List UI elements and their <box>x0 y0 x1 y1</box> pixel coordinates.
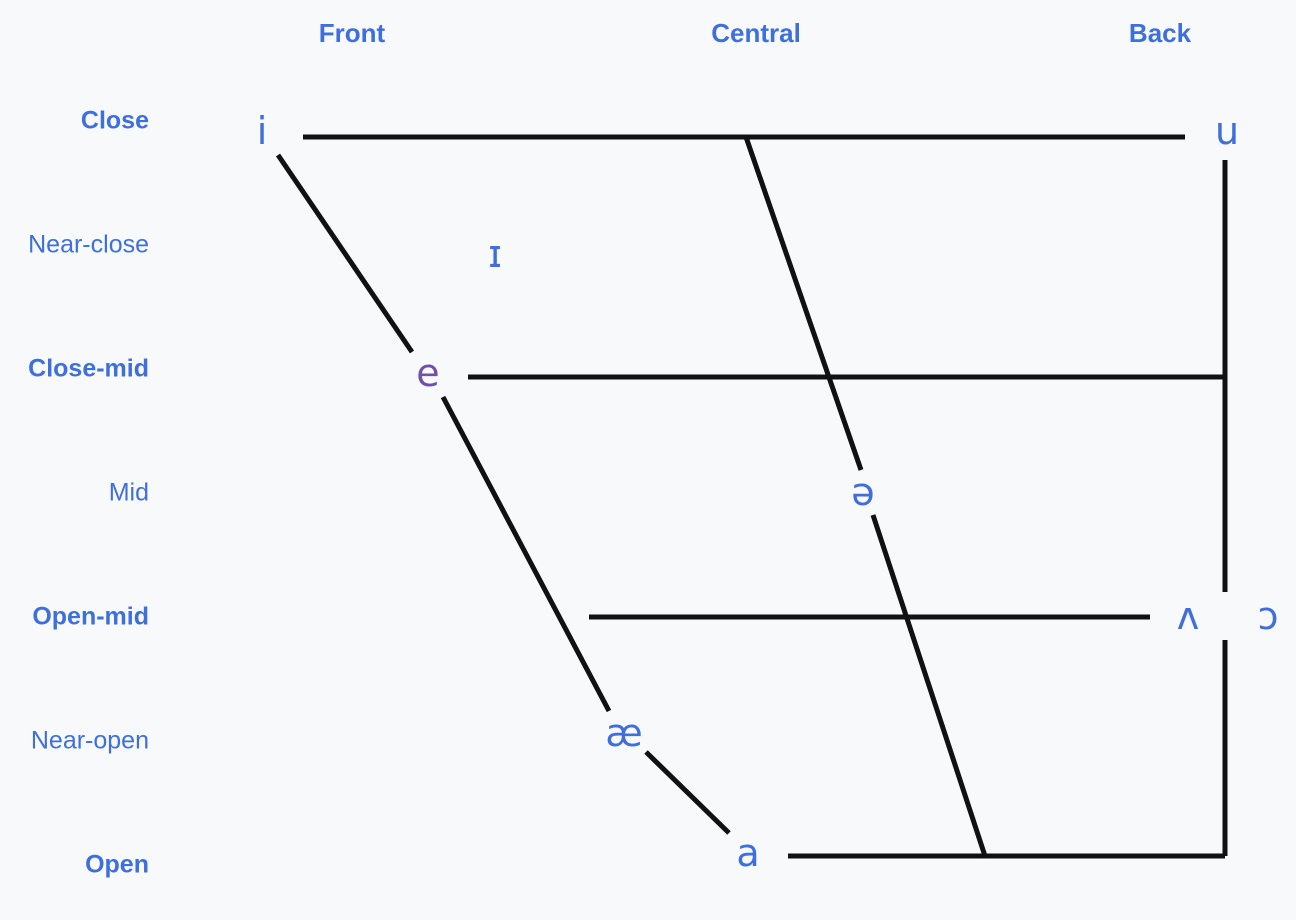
row-label-open-mid: Open-mid <box>32 602 149 631</box>
vowel-close-back-rounded: u <box>1214 109 1240 153</box>
vowel-close-front-unrounded: i <box>256 109 268 153</box>
row-label-near-open: Near-open <box>30 726 149 755</box>
front-diagonal-middle <box>440 395 612 713</box>
vowel-near-close-near-front: ɪ <box>487 232 503 276</box>
row-label-open: Open <box>85 850 149 879</box>
column-label-central: Central <box>711 18 801 48</box>
row-label-close: Close <box>80 106 149 135</box>
row-label-mid: Mid <box>108 478 149 507</box>
row-label-near-close: Near-close <box>28 230 149 259</box>
vowel-mid-central-schwa: ə <box>851 470 875 514</box>
vowel-open-mid-back-rounded: ɔ <box>1257 594 1279 638</box>
row-label-close-mid: Close-mid <box>28 354 149 383</box>
column-label-back: Back <box>1128 18 1192 48</box>
vowel-close-mid-front-unrounded: e <box>416 351 440 395</box>
central-diagonal-upper <box>743 136 864 471</box>
vowel-near-open-front-unrounded: æ <box>605 711 643 755</box>
vowel-open-mid-back-unrounded: ʌ <box>1176 594 1200 638</box>
column-label-front: Front <box>318 18 386 48</box>
front-diagonal-upper <box>275 153 415 354</box>
central-diagonal-lower <box>870 514 988 857</box>
front-diagonal-lower <box>644 750 731 835</box>
vowel-open-front-unrounded: a <box>736 831 760 875</box>
